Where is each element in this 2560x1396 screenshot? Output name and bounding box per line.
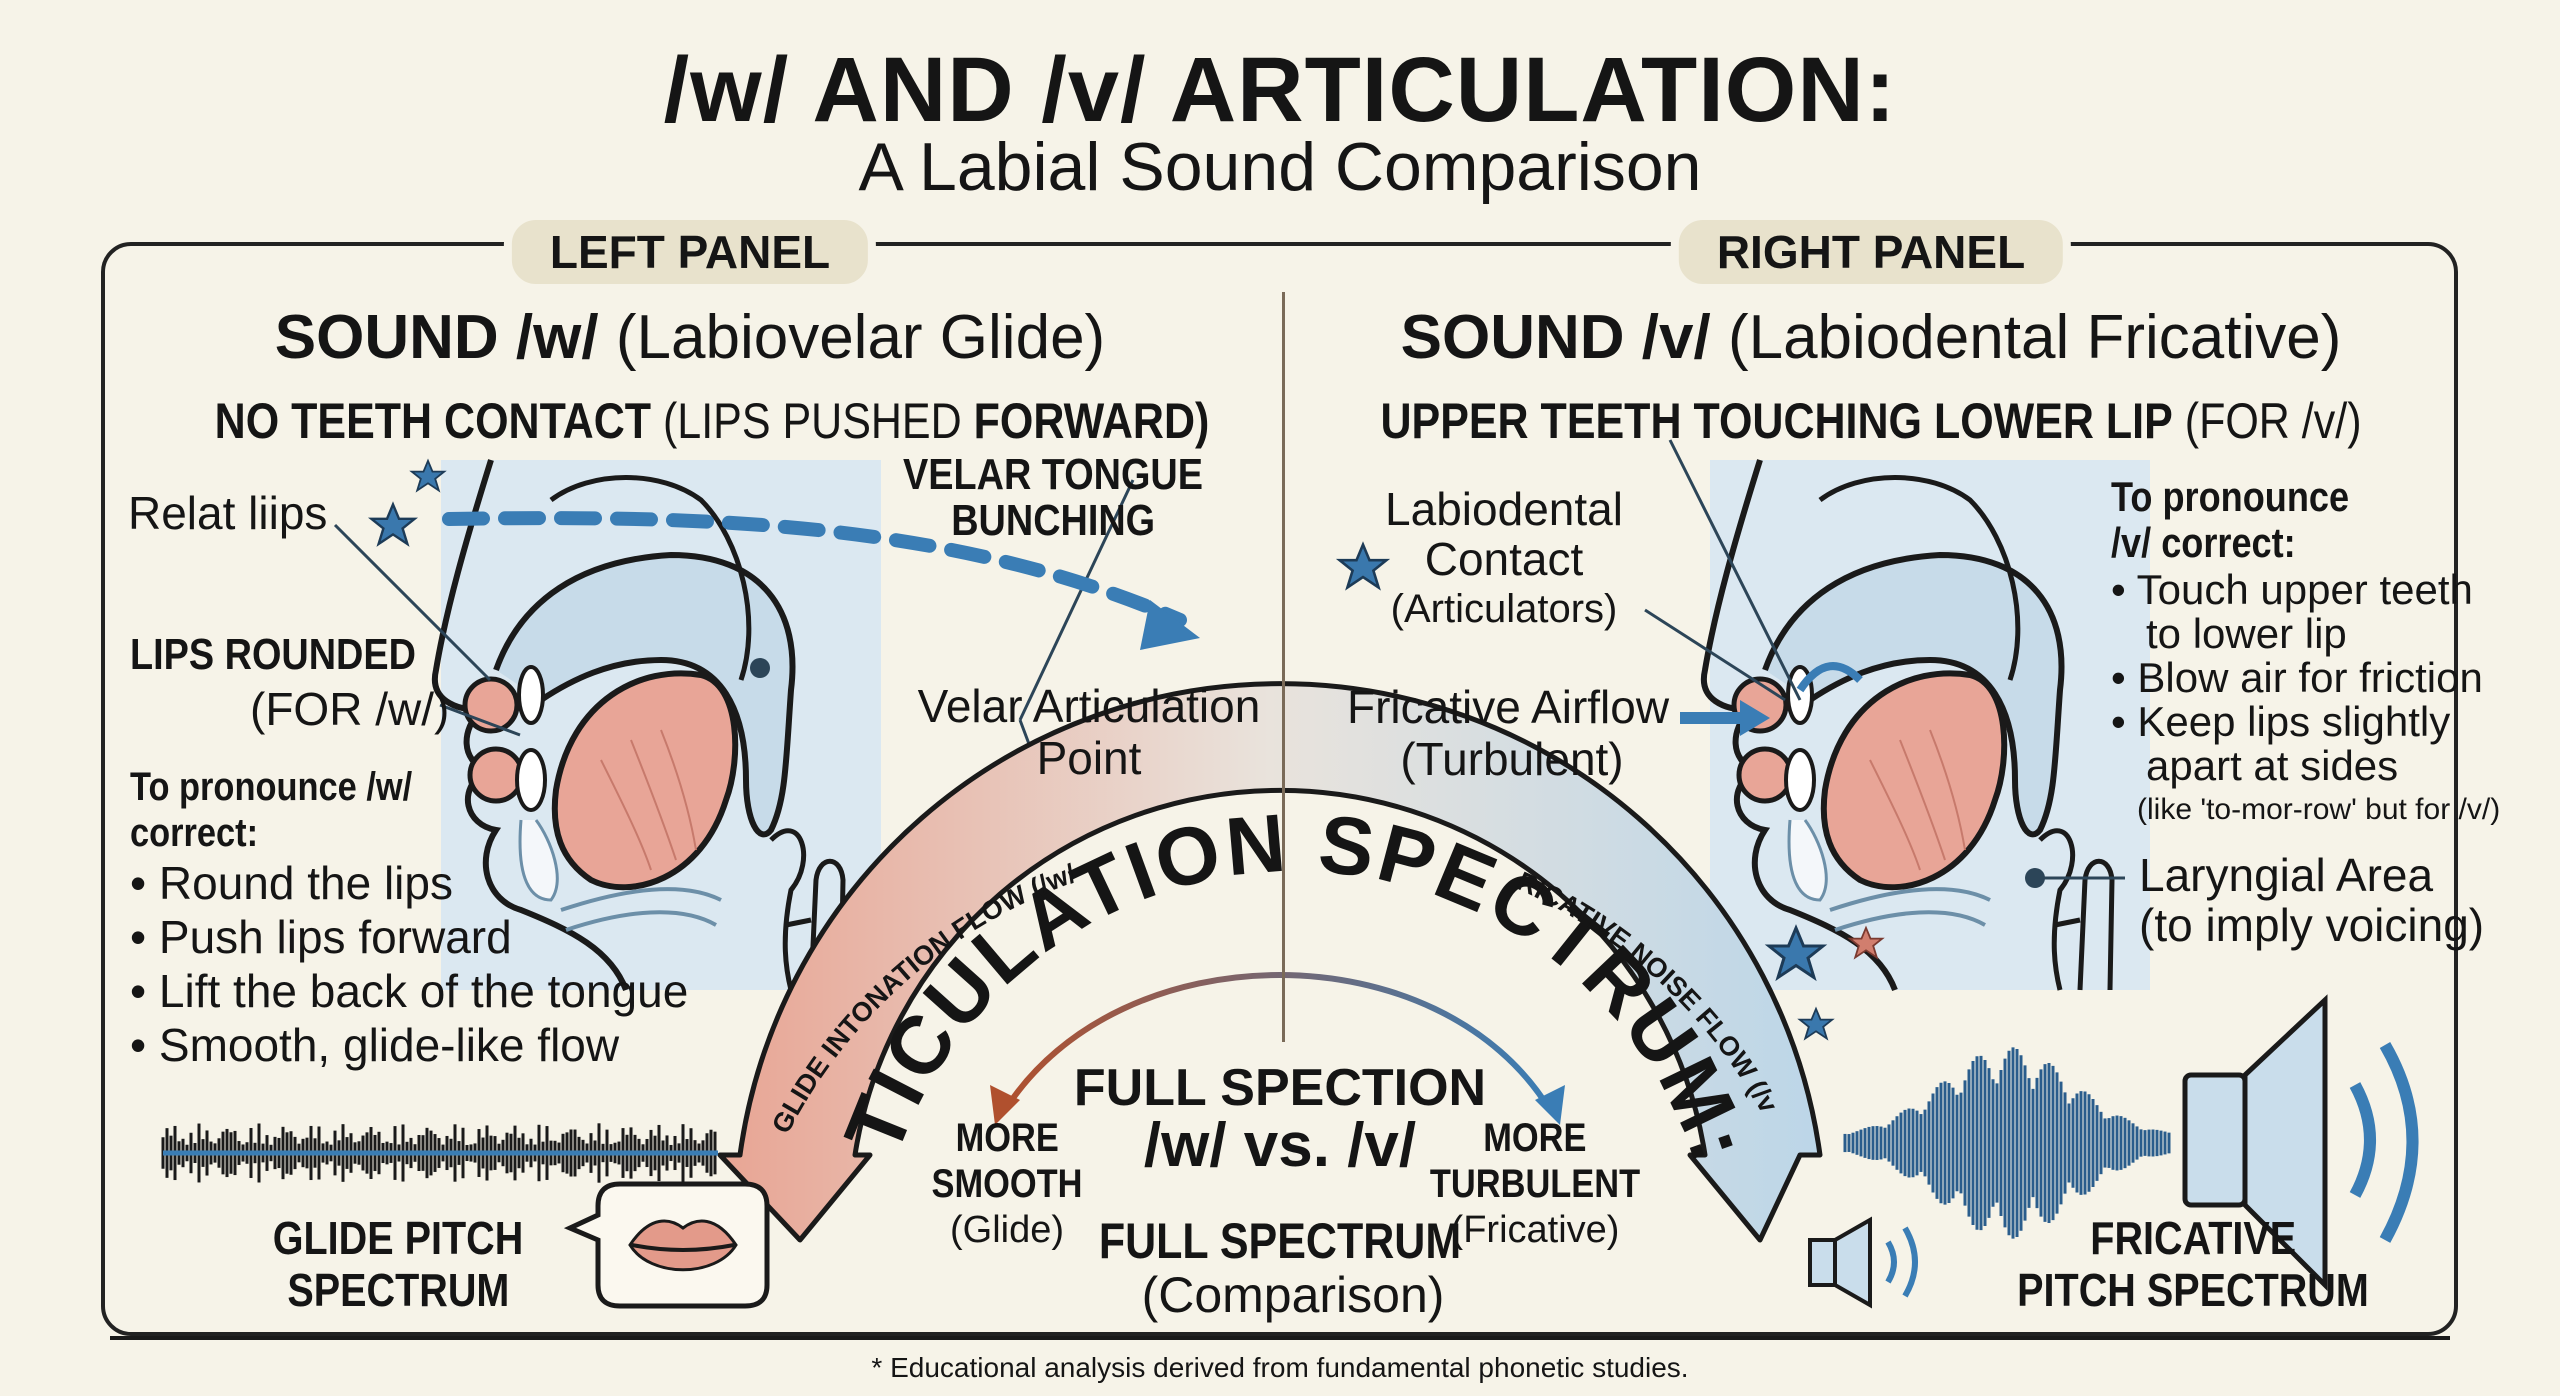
footer-note: * Educational analysis derived from fund… bbox=[871, 1352, 1689, 1383]
turbulent-label: (Turbulent) bbox=[1400, 733, 1624, 785]
panel-divider bbox=[1282, 292, 1285, 1042]
velar-point-dot bbox=[750, 658, 770, 678]
laryngial-dot bbox=[2025, 868, 2045, 888]
right-subheading: UPPER TEETH TOUCHING LOWER LIP (FOR /v/) bbox=[1301, 392, 2442, 450]
more-smooth-label: MORE SMOOTH (Glide) bbox=[931, 1116, 1083, 1251]
airflow-dashed-arrow bbox=[442, 511, 1187, 627]
list-item: • Push lips forward bbox=[130, 911, 512, 963]
w-vs-v-label: /w/ vs. /v/ bbox=[1143, 1111, 1417, 1180]
left-subheading-rest: (LIPS PUSHED bbox=[662, 393, 962, 449]
velar-tongue-label: VELAR TONGUE BUNCHING bbox=[903, 450, 1203, 545]
left-heading-bold: SOUND /w/ bbox=[274, 303, 599, 372]
lips-speech-bubble-icon bbox=[563, 1181, 770, 1309]
right-heading: SOUND /v/ (Labiodental Fricative) bbox=[1401, 302, 2342, 373]
list-item: • Touch upper teeth to lower lip bbox=[2111, 566, 2473, 657]
left-instructions-title: To pronounce /w/ correct: bbox=[130, 765, 413, 855]
right-instructions-title: To pronounce /v/ correct: bbox=[2111, 473, 2350, 566]
left-subheading-bold-2: FORWARD) bbox=[973, 393, 1210, 449]
page-subtitle: A Labial Sound Comparison bbox=[858, 129, 1702, 205]
list-item: • Blow air for friction bbox=[2111, 654, 2483, 701]
right-subheading-rest: (FOR /v/) bbox=[2184, 393, 2362, 449]
right-heading-bold: SOUND /v/ bbox=[1400, 303, 1711, 372]
left-panel-tag: LEFT PANEL bbox=[503, 212, 877, 292]
full-spectrum-label: FULL SPECTRUM bbox=[1098, 1213, 1462, 1269]
right-arrowhead-icon bbox=[1535, 1085, 1565, 1125]
speaker-icon bbox=[2182, 994, 2419, 1292]
left-subheading-bold: NO TEETH CONTACT bbox=[214, 393, 652, 449]
instructions-note: (like 'to-mor-row' but for /v/) bbox=[2137, 793, 2501, 826]
right-subheading-bold: UPPER TEETH TOUCHING LOWER LIP bbox=[1380, 393, 2173, 449]
left-subheading: NO TEETH CONTACT (LIPS PUSHED FORWARD) bbox=[134, 392, 1291, 450]
fricative-waveform bbox=[1843, 1047, 2171, 1239]
left-heading-rest: (Labiovelar Glide) bbox=[615, 303, 1106, 372]
relat-lips-label: Relat liips bbox=[128, 487, 328, 539]
fricative-airflow-arrows bbox=[1680, 662, 1863, 736]
list-item: • Round the lips bbox=[130, 857, 453, 909]
left-instructions-list: • Round the lips • Push lips forward • L… bbox=[130, 856, 688, 1072]
small-speaker-icon bbox=[1808, 1216, 1918, 1309]
comparison-label: (Comparison) bbox=[1141, 1267, 1445, 1323]
right-leader-lines bbox=[1644, 439, 2125, 880]
left-arrowhead-icon bbox=[990, 1085, 1020, 1125]
left-heading: SOUND /w/ (Labiovelar Glide) bbox=[275, 302, 1105, 373]
glide-pitch-label: GLIDE PITCH SPECTRUM bbox=[272, 1212, 524, 1316]
for-w-label: (FOR /w/) bbox=[250, 683, 450, 735]
list-item: • Smooth, glide-like flow bbox=[130, 1019, 620, 1071]
right-heading-rest: (Labiodental Fricative) bbox=[1727, 303, 2342, 372]
list-item: • Keep lips slightly apart at sides bbox=[2111, 698, 2451, 789]
arrowhead-icon bbox=[1140, 600, 1200, 650]
fricative-airflow-label: Fricative Airflow bbox=[1347, 681, 1670, 733]
comparison-frame bbox=[101, 242, 2458, 1336]
lips-rounded-label: LIPS ROUNDED bbox=[130, 630, 416, 679]
full-spection-label: FULL SPECTION bbox=[1073, 1059, 1487, 1117]
right-panel-tag: RIGHT PANEL bbox=[1670, 212, 2072, 292]
page-title: /w/ AND /v/ ARTICULATION: bbox=[663, 39, 1897, 141]
labiodental-contact-label: Labiodental Contact (Articulators) bbox=[1385, 483, 1623, 631]
velar-point-label: Velar Articulation Point bbox=[917, 680, 1261, 784]
inner-comparison-arrow bbox=[1002, 972, 1553, 1112]
laryngial-label: Laryngial Area (to imply voicing) bbox=[2139, 849, 2485, 951]
more-turbulent-label: MORE TURBULENT (Fricative) bbox=[1429, 1116, 1641, 1251]
fricative-pitch-label: FRICATIVE PITCH SPECTRUM bbox=[2017, 1212, 2369, 1316]
right-instructions-list: • Touch upper teeth to lower lip • Blow … bbox=[2111, 568, 2500, 832]
list-item: • Lift the back of the tongue bbox=[130, 965, 689, 1017]
